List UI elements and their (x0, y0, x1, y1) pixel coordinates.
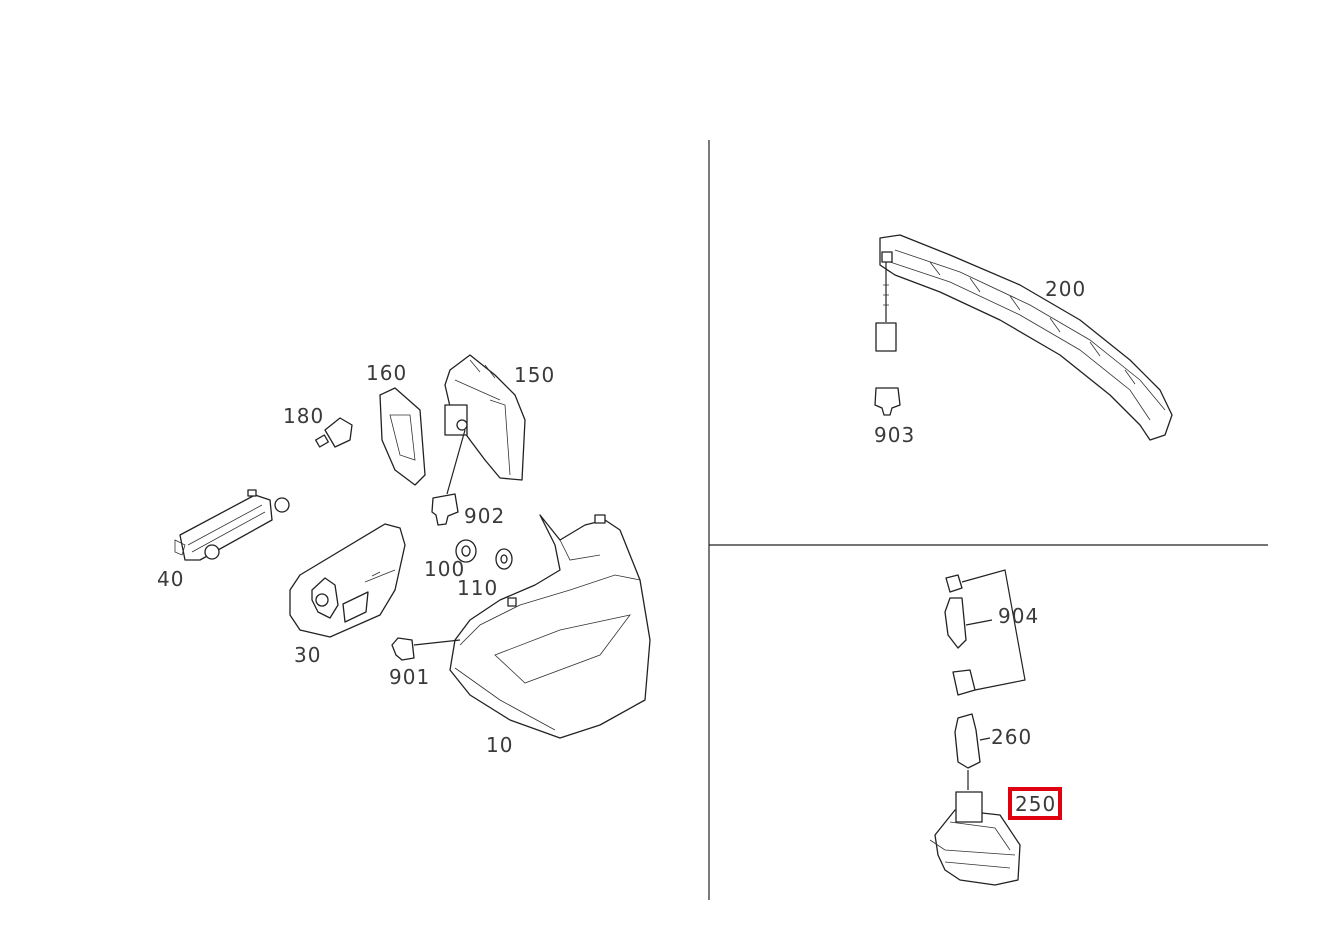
part-200-light-bar[interactable] (879, 234, 1173, 441)
callout-903: 903 (874, 423, 915, 447)
callout-200: 200 (1045, 277, 1086, 301)
part-40-bulb-carrier[interactable] (174, 489, 290, 561)
callout-180: 180 (283, 404, 324, 428)
part-110-grommet[interactable] (495, 548, 513, 570)
part-160-gasket[interactable] (379, 387, 426, 486)
part-180-bulb[interactable] (315, 417, 353, 448)
callout-902: 902 (464, 504, 505, 528)
part-150-lamp-back[interactable] (444, 354, 526, 481)
part-30-lens-cover[interactable] (289, 523, 406, 638)
part-250-license-lamp[interactable] (929, 791, 1021, 886)
callout-901: 901 (389, 665, 430, 689)
callout-250[interactable]: 250 (1015, 792, 1056, 816)
callout-110: 110 (457, 576, 498, 600)
part-10-lamp-housing[interactable] (449, 514, 651, 739)
part-904-fasteners[interactable] (944, 569, 1026, 696)
part-260-bulb[interactable] (954, 713, 991, 790)
callout-150: 150 (514, 363, 555, 387)
callout-10: 10 (486, 733, 513, 757)
callout-30: 30 (294, 643, 321, 667)
part-100-grommet[interactable] (455, 539, 477, 563)
callout-160: 160 (366, 361, 407, 385)
callout-904: 904 (998, 604, 1039, 628)
callout-40: 40 (157, 567, 184, 591)
callout-260: 260 (991, 725, 1032, 749)
highlight-box-250[interactable] (1008, 787, 1062, 820)
part-902-connector[interactable] (431, 429, 466, 526)
callout-100: 100 (424, 557, 465, 581)
part-901-connector[interactable] (391, 637, 461, 661)
part-903-connector[interactable] (874, 262, 901, 416)
